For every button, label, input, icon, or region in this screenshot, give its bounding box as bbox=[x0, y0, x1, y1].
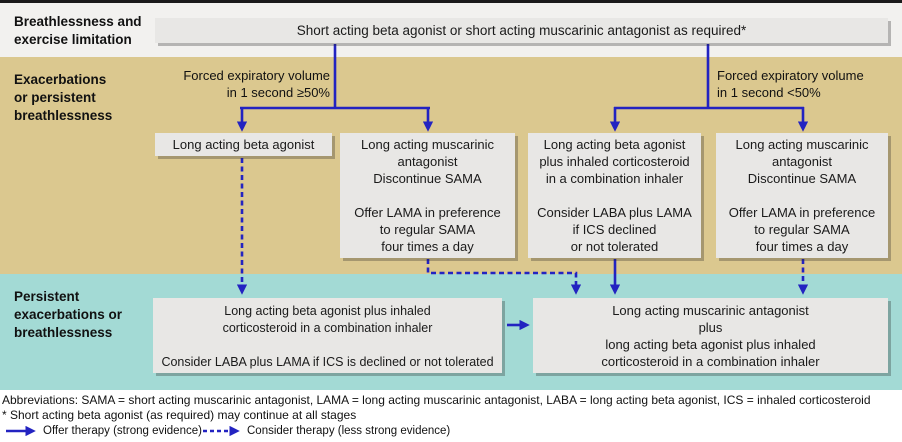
flow-box-laba-ics-combination: Long acting beta agonist plus inhaled co… bbox=[153, 298, 502, 373]
row-label-exacerbations: Exacerbations or persistent breathlessne… bbox=[14, 72, 113, 123]
footnote-short-acting: * Short acting beta agonist (as required… bbox=[2, 408, 357, 422]
row-label-breathlessness: Breathlessness and exercise limitation bbox=[14, 14, 142, 47]
flow-box-lama-ge50: Long acting muscarinic antagonist Discon… bbox=[340, 133, 515, 258]
flow-box-lama-lt50: Long acting muscarinic antagonist Discon… bbox=[716, 133, 888, 258]
flow-box-triple-therapy: Long acting muscarinic antagonist plus l… bbox=[533, 298, 888, 373]
legend-consider-therapy: Consider therapy (less strong evidence) bbox=[247, 425, 451, 437]
flow-box-laba: Long acting beta agonist bbox=[155, 133, 332, 156]
branch-label-fev-ge50: Forced expiratory volume in 1 second ≥50… bbox=[183, 68, 330, 100]
flow-box-short-acting: Short acting beta agonist or short actin… bbox=[155, 18, 888, 43]
flow-box-laba-ics: Long acting beta agonist plus inhaled co… bbox=[528, 133, 701, 258]
legend-offer-therapy: Offer therapy (strong evidence) bbox=[43, 425, 202, 437]
abbreviations-note: Abbreviations: SAMA = short acting musca… bbox=[2, 393, 871, 407]
row-label-persistent: Persistent exacerbations or breathlessne… bbox=[14, 289, 123, 340]
dashed-lamage50-to-triple bbox=[426, 259, 582, 295]
branch-label-fev-lt50: Forced expiratory volume in 1 second <50… bbox=[717, 68, 864, 100]
top-rule bbox=[0, 0, 902, 3]
